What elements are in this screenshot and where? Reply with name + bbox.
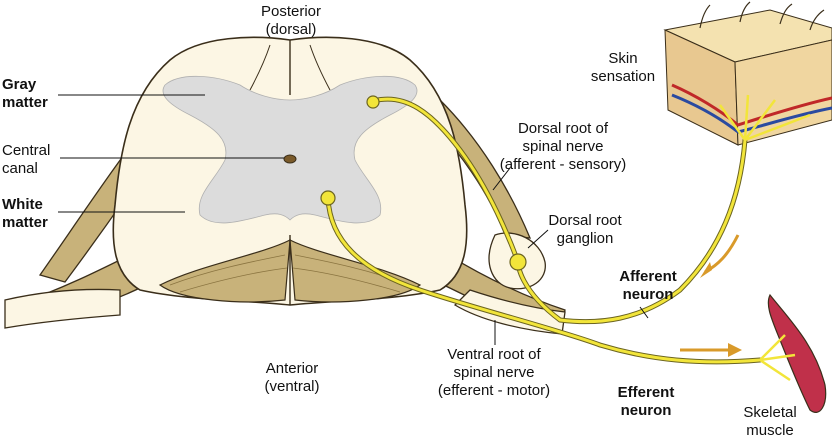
afferent-neuron-label: Afferent neuron <box>608 268 688 304</box>
skin-block <box>663 1 832 146</box>
efferent-label-line1: Efferent <box>617 384 675 401</box>
anterior-left-bundle <box>158 238 291 303</box>
skeletal-muscle-label-line1: Skeletal <box>743 404 797 421</box>
efferent-neuron-label: Efferent neuron <box>606 384 686 420</box>
afferent-terminal <box>366 95 380 109</box>
efferent-axon-core <box>326 196 762 364</box>
ganglion-label-line1: Dorsal root <box>548 212 622 229</box>
efferent-arrowhead <box>728 343 742 357</box>
bundle-striation-4 <box>292 267 401 293</box>
dorsal-root-label-line2: spinal nerve <box>522 138 604 155</box>
efferent-terminal-branches <box>759 334 796 382</box>
central-canal-label-line2: canal <box>2 160 38 177</box>
posterior-label-line2: (dorsal) <box>265 21 317 38</box>
skeletal-muscle-label: Skeletal muscle <box>730 404 810 440</box>
flow-arrows <box>680 234 742 357</box>
skin-sensation-label-line1: Skin <box>608 50 638 67</box>
skeletal-muscle-label-line2: muscle <box>746 422 794 439</box>
white-matter-label-line1: White <box>2 196 43 213</box>
anterior-label-line2: (ventral) <box>264 378 320 395</box>
motor-cell-body <box>320 190 336 206</box>
afferent-neuron <box>366 94 811 325</box>
ganglion-cell-body <box>509 253 527 271</box>
ventral-root-label-line2: spinal nerve <box>453 364 535 381</box>
anterior-label: Anterior (ventral) <box>252 360 332 396</box>
dorsal-root-label-line3: (afferent - sensory) <box>499 156 627 173</box>
ventral-root-label-line1: Ventral root of <box>447 346 541 363</box>
white-matter-label: White matter <box>2 196 48 232</box>
gray-matter-label-line1: Gray <box>2 76 37 93</box>
efferent-neuron <box>320 190 796 382</box>
anterior-root-bundles <box>158 235 422 305</box>
white-matter-label-line2: matter <box>2 214 48 231</box>
posterior-sulcus-right <box>309 44 331 91</box>
anterior-right-bundle <box>289 238 422 303</box>
bundle-striation-1 <box>169 254 286 286</box>
skin-sensation-label-line2: sensation <box>590 68 656 85</box>
dorsal-root-leader <box>492 167 511 191</box>
hair-2 <box>739 1 751 23</box>
bundle-striation-2 <box>179 267 288 293</box>
central-canal-label-line1: Central <box>2 142 51 159</box>
afferent-receptor-branches <box>718 94 811 142</box>
gray-matter-label-line2: matter <box>2 94 48 111</box>
central-canal <box>283 154 297 164</box>
central-canal-label: Central canal <box>2 142 50 178</box>
ganglion-label-line2: ganglion <box>556 230 614 247</box>
efferent-label-line2: neuron <box>620 402 672 419</box>
ventral-root-label-line3: (efferent - motor) <box>437 382 551 399</box>
posterior-label: Posterior (dorsal) <box>254 3 328 39</box>
afferent-arrowhead <box>700 262 712 278</box>
dorsal-root-label: Dorsal root of spinal nerve (afferent - … <box>488 120 638 174</box>
gray-matter <box>162 75 418 224</box>
posterior-sulcus-left <box>249 44 271 91</box>
hair-4 <box>809 9 825 31</box>
dorsal-root-ganglion-label: Dorsal root ganglion <box>535 212 635 248</box>
ventral-root-label: Ventral root of spinal nerve (efferent -… <box>424 346 564 400</box>
leader-lines <box>58 94 649 345</box>
skeletal-muscle <box>767 293 827 413</box>
hair-3 <box>779 3 793 25</box>
gray-matter-label: Gray matter <box>2 76 48 112</box>
hair-1 <box>699 4 711 29</box>
anterior-label-line1: Anterior <box>265 360 319 377</box>
afferent-label-line2: neuron <box>622 286 674 303</box>
dorsal-root-label-line1: Dorsal root of <box>517 120 609 137</box>
ganglion-leader <box>527 229 549 249</box>
afferent-axon-core <box>376 97 747 324</box>
afferent-label-line1: Afferent <box>619 268 677 285</box>
posterior-label-line1: Posterior <box>260 3 322 20</box>
afferent-neuron-leader <box>639 306 649 319</box>
skin-sensation-label: Skin sensation <box>583 50 663 86</box>
left-spinal-nerve <box>4 288 121 329</box>
skin-vessel-red <box>671 83 832 127</box>
